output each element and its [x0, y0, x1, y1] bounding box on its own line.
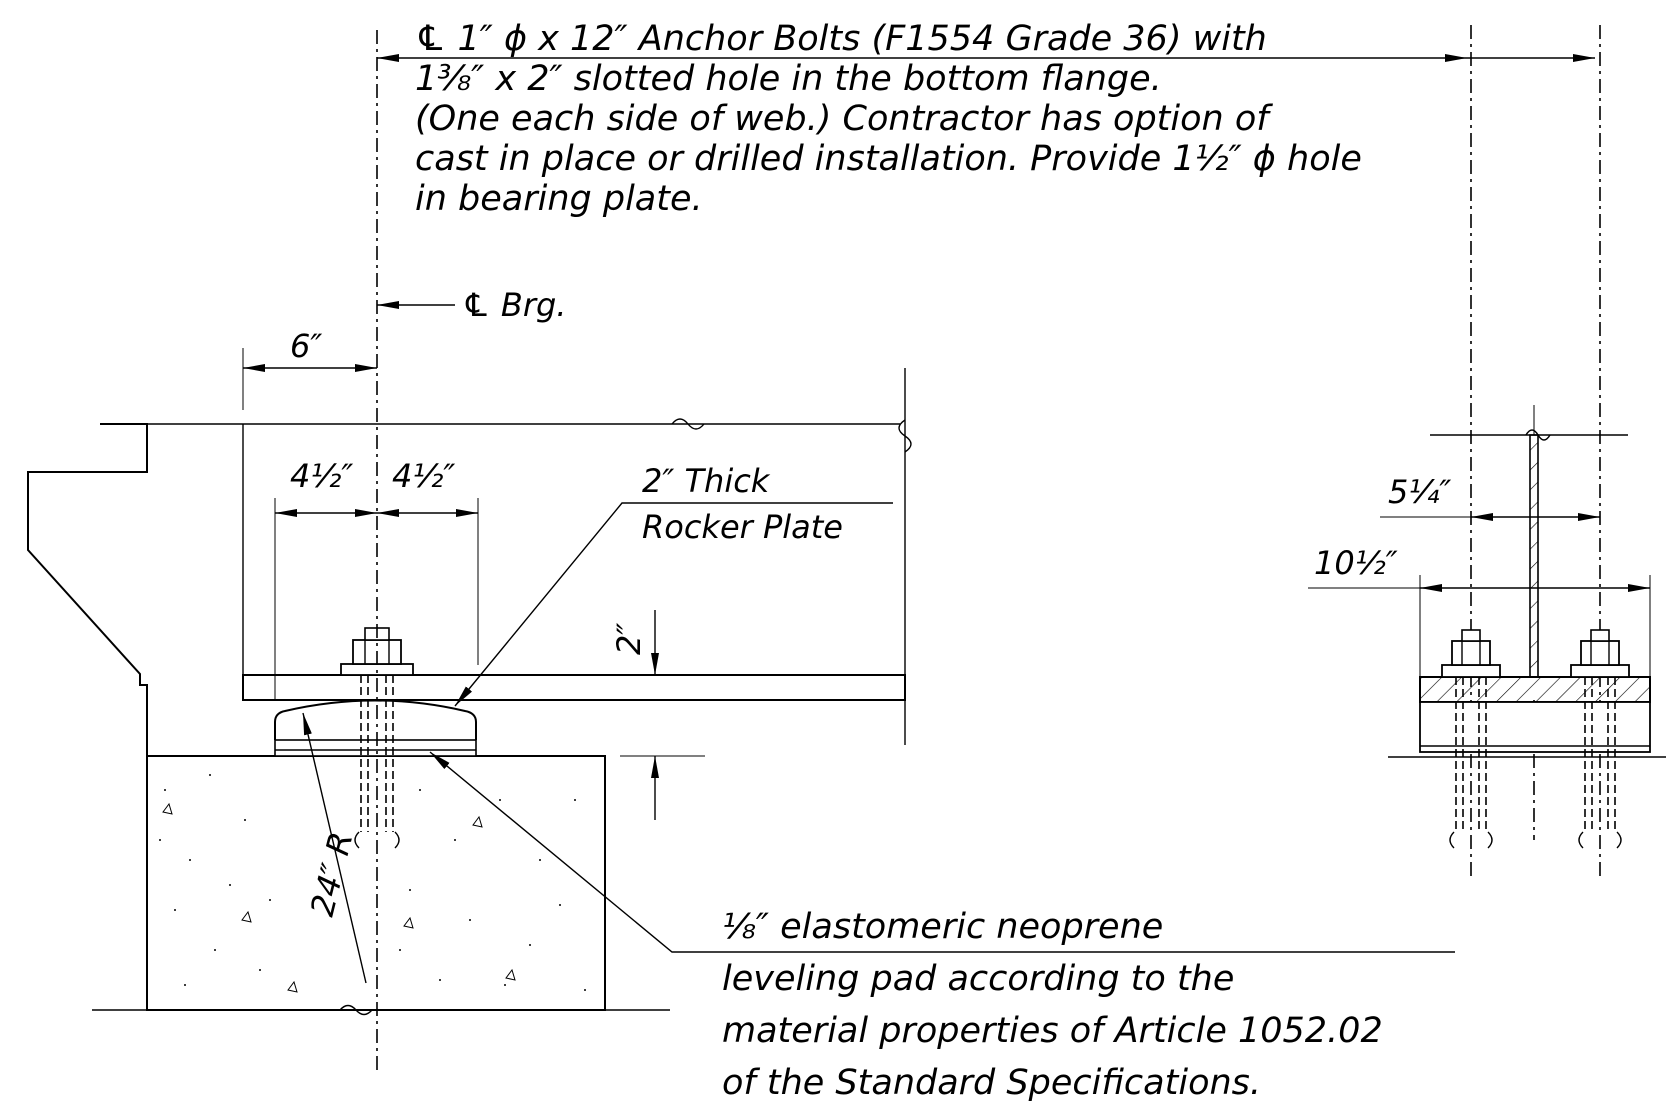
neoprene-note: ⅛″ elastomeric neoprene leveling pad acc…	[722, 907, 1383, 1103]
neoprene-note-line-3: material properties of Article 1052.02	[722, 1011, 1383, 1051]
neoprene-note-line-2: leveling pad according to the	[722, 959, 1234, 999]
concrete-stipple	[159, 774, 586, 993]
elevation-view: ℄ Brg. 6″ 4½″ 4½″ 2″ Thick Rocker Plate …	[27, 30, 1455, 1075]
rocker-plate	[274, 699, 477, 740]
section-bolt-left	[1441, 629, 1501, 849]
anchor-note-line-4: cast in place or drilled installation. P…	[415, 139, 1362, 179]
section-bolt-right	[1570, 629, 1630, 849]
abutment-backwall	[27, 423, 148, 1010]
anchor-note-line-1: ℄ 1″ ϕ x 12″ Anchor Bolts (F1554 Grade 3…	[415, 19, 1267, 59]
dim-2in-label: 2″	[610, 623, 648, 655]
neoprene-note-line-4: of the Standard Specifications.	[722, 1063, 1261, 1103]
bottom-flange	[242, 674, 906, 701]
anchor-note-line-3: (One each side of web.) Contractor has o…	[415, 99, 1273, 139]
rocker-plate-label-1: 2″ Thick	[642, 462, 771, 500]
girder-web	[1529, 434, 1539, 678]
rocker-plate-label-2: Rocker Plate	[642, 508, 843, 546]
centerline-bearing-label: ℄ Brg.	[462, 286, 566, 324]
neoprene-note-line-1: ⅛″ elastomeric neoprene	[722, 907, 1163, 947]
dim-6in-label: 6″	[290, 327, 322, 365]
section-view: 5¼″ 10½″	[1308, 25, 1666, 880]
anchor-bolt-note: ℄ 1″ ϕ x 12″ Anchor Bolts (F1554 Grade 3…	[377, 19, 1595, 219]
dim-half-left-label: 4½″	[290, 457, 353, 495]
anchor-note-line-5: in bearing plate.	[415, 179, 703, 219]
neoprene-pad	[274, 739, 477, 757]
dim-10-half-label: 10½″	[1314, 544, 1398, 582]
dim-5-quarter-label: 5¼″	[1388, 473, 1451, 511]
dim-half-right-label: 4½″	[392, 457, 455, 495]
concrete-seat	[146, 755, 606, 1011]
anchor-note-line-2: 1³⁄₈″ x 2″ slotted hole in the bottom fl…	[415, 59, 1162, 99]
